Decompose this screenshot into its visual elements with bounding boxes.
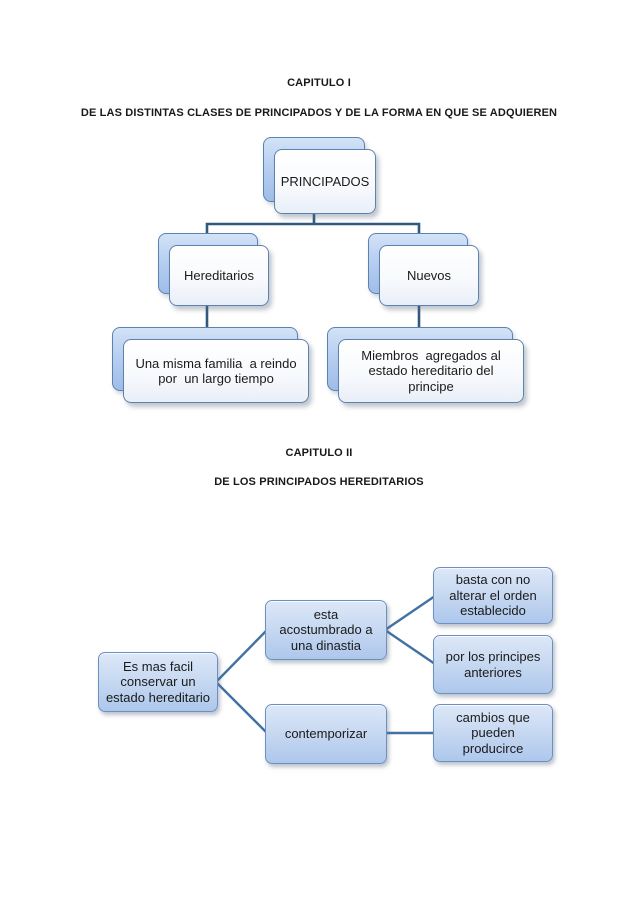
node-label: esta acostumbrado a una dinastia: [279, 606, 373, 653]
diagram1-node-nuevos-detail: Miembros agregados al estado hereditario…: [327, 327, 525, 404]
diagram2-node-order: basta con no alterar el orden establecid…: [433, 567, 553, 624]
node-label: Miembros agregados al estado hereditario…: [361, 348, 501, 394]
node-label: Hereditarios: [183, 267, 255, 283]
card: Nuevos: [379, 245, 479, 306]
diagram2-node-princes: por los principes anteriores: [433, 635, 553, 694]
card: Una misma familia a reindo por un largo …: [123, 339, 309, 403]
chapter1-title: CAPITULO I: [287, 77, 351, 89]
node-label: basta con no alterar el orden establecid…: [449, 572, 537, 619]
card: Miembros agregados al estado hereditario…: [338, 339, 524, 403]
chapter1-subtitle: DE LAS DISTINTAS CLASES DE PRINCIPADOS Y…: [80, 107, 558, 119]
diagram1-node-hereditarios: Hereditarios: [158, 233, 270, 307]
chapter2-subtitle: DE LOS PRINCIPADOS HEREDITARIOS: [214, 476, 424, 488]
edge-dynasty-order: [383, 594, 437, 632]
node-label: Una misma familia a reindo por un largo …: [135, 355, 297, 386]
diagram2-node-premise: Es mas facil conservar un estado heredit…: [98, 652, 218, 712]
diagram1-node-principados: PRINCIPADOS: [263, 137, 377, 215]
edge-premise-contemporize: [214, 680, 269, 735]
node-label: contemporizar: [284, 726, 368, 742]
card: Hereditarios: [169, 245, 269, 306]
node-label: Nuevos: [406, 267, 452, 283]
node-label: PRINCIPADOS: [280, 173, 370, 189]
diagram1-node-nuevos: Nuevos: [368, 233, 480, 307]
diagram2-connectors: [214, 594, 437, 735]
node-label: por los principes anteriores: [445, 648, 541, 680]
diagram2-node-dynasty: esta acostumbrado a una dinastia: [265, 600, 387, 660]
card: PRINCIPADOS: [274, 149, 376, 214]
edge-trunk-branches: [205, 222, 421, 238]
diagram1-node-hereditarios-detail: Una misma familia a reindo por un largo …: [112, 327, 310, 404]
node-label: cambios que pueden producirce: [456, 709, 530, 756]
node-label: Es mas facil conservar un estado heredit…: [105, 658, 211, 705]
chapter2-title: CAPITULO II: [285, 447, 353, 459]
edge-dynasty-princes: [383, 628, 437, 666]
edge-premise-dynasty: [214, 628, 269, 684]
diagram2-node-changes: cambios que pueden producirce: [433, 704, 553, 762]
diagram2-node-contemporize: contemporizar: [265, 704, 387, 764]
